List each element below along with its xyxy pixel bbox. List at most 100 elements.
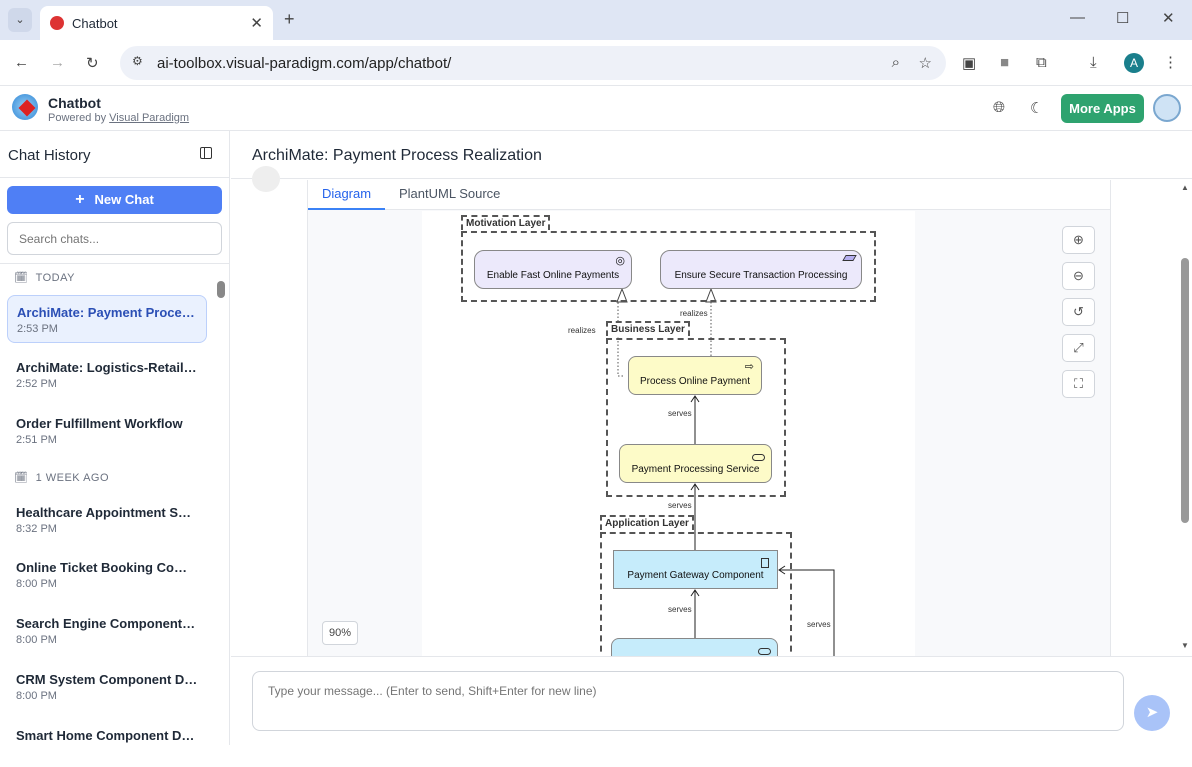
chat-item[interactable]: Search Engine Component D...8:00 PM — [7, 607, 207, 655]
browser-tab[interactable]: Chatbot ✕ — [40, 6, 273, 40]
new-chat-button[interactable]: + New Chat — [7, 186, 222, 214]
goal-target-icon: ◎ — [615, 255, 625, 267]
serves-edge — [690, 589, 700, 638]
principle-label: Ensure Secure Transaction Processing — [674, 270, 848, 281]
sidebar: Chat History +New Chat 🗓︎ TODAY ArchiMat… — [0, 131, 230, 745]
business-layer-label: Business Layer — [606, 321, 690, 336]
new-tab-icon[interactable]: + — [284, 9, 295, 29]
back-icon[interactable]: ← — [14, 54, 29, 71]
powered-by-text: Powered by — [48, 112, 110, 124]
tab-diagram[interactable]: Diagram — [308, 180, 385, 210]
zoom-in-button[interactable]: ⊕ — [1062, 226, 1095, 254]
service-icon — [752, 454, 765, 461]
motivation-layer-group — [461, 231, 876, 302]
service-label: Payment Processing Service — [631, 464, 760, 475]
main-scrollbar[interactable]: ▲▼ — [1181, 183, 1189, 650]
menu-kebab-icon[interactable]: ⋮ — [1163, 54, 1178, 71]
motivation-layer-label: Motivation Layer — [461, 215, 551, 230]
close-window-icon[interactable]: ✕ — [1162, 10, 1175, 27]
browser-tab-bar: ⌄ Chatbot ✕ + — ☐ ✕ — [0, 0, 1192, 40]
visual-paradigm-logo — [12, 94, 38, 120]
maximize-icon[interactable]: ☐ — [1116, 10, 1130, 27]
serves-edge — [690, 395, 700, 444]
tab-plantuml-source[interactable]: PlantUML Source — [399, 186, 501, 201]
app-title: Chatbot — [48, 95, 101, 111]
chat-time: 8:00 PM — [16, 634, 57, 646]
chat-time: 2:53 PM — [17, 323, 58, 335]
principle-node[interactable]: Ensure Secure Transaction Processing — [660, 250, 862, 289]
toggle-sidebar-icon[interactable] — [200, 147, 212, 159]
chat-extension-icon[interactable]: ■ — [1000, 54, 1010, 71]
new-chat-label: New Chat — [94, 192, 154, 207]
close-tab-icon[interactable]: ✕ — [250, 15, 263, 32]
fullscreen-button[interactable]: ⛶ — [1062, 370, 1095, 398]
application-layer-label: Application Layer — [600, 515, 694, 530]
bot-avatar[interactable] — [1153, 94, 1181, 122]
requirement-parallelogram-icon — [842, 255, 857, 261]
message-input[interactable] — [252, 671, 1124, 731]
chat-item-active[interactable]: ArchiMate: Payment Process ...2:53 PM — [7, 295, 207, 343]
zoom-level-badge: 90% — [322, 621, 358, 645]
edge-label-realizes: realizes — [568, 326, 596, 335]
forward-icon[interactable]: → — [50, 54, 65, 71]
application-component-node[interactable]: Payment Gateway Component — [613, 550, 778, 589]
profile-avatar[interactable]: A — [1124, 53, 1144, 73]
process-label: Process Online Payment — [639, 376, 751, 387]
chat-item[interactable]: CRM System Component Dia...8:00 PM — [7, 663, 207, 711]
business-layer-group — [606, 338, 786, 497]
realizes-edge-goal — [617, 301, 623, 377]
minimize-icon[interactable]: — — [1070, 9, 1085, 26]
search-chats-input[interactable] — [7, 222, 222, 255]
tab-title: Chatbot — [72, 15, 118, 31]
process-arrow-icon: ⇨ — [744, 361, 754, 373]
url-field[interactable]: ⚙ ai-toolbox.visual-paradigm.com/app/cha… — [120, 46, 946, 80]
chat-item[interactable]: Healthcare Appointment Sys...8:32 PM — [7, 496, 207, 544]
fit-to-screen-button[interactable]: ⤢ — [1062, 334, 1095, 362]
reload-icon[interactable]: ↻ — [86, 55, 99, 72]
dark-mode-moon-icon[interactable]: ☾ — [1030, 100, 1044, 117]
edge-label-serves: serves — [668, 501, 692, 510]
bot-message-avatar — [252, 166, 280, 192]
section-today: 🗓︎ TODAY — [14, 272, 75, 284]
download-icon[interactable]: ⤓ — [1090, 54, 1097, 71]
zoom-out-button[interactable]: ⊖ — [1062, 262, 1095, 290]
section-label: 1 WEEK AGO — [35, 472, 110, 484]
extension-icon[interactable]: ▣ — [962, 55, 977, 72]
zoom-icon[interactable]: ⌕ — [891, 54, 900, 71]
address-bar-row: ← → ↻ ⚙ ai-toolbox.visual-paradigm.com/a… — [0, 40, 1192, 86]
site-info-icon[interactable]: ⚙ — [132, 54, 143, 68]
edge-label-serves: serves — [668, 409, 692, 418]
chat-item[interactable]: Online Ticket Booking Comp...8:00 PM — [7, 551, 207, 599]
sidebar-scrollbar[interactable] — [217, 281, 225, 298]
diagram-connectors — [616, 287, 835, 656]
chat-time: 8:00 PM — [16, 690, 57, 702]
service-icon — [758, 648, 771, 655]
divider — [0, 177, 229, 178]
chat-time: 2:51 PM — [16, 434, 57, 446]
chat-time: 8:32 PM — [16, 523, 57, 535]
application-layer-group — [600, 532, 792, 662]
bookmark-star-icon[interactable]: ☆ — [918, 55, 932, 72]
tab-list-icon[interactable]: ⌄ — [8, 8, 32, 32]
more-apps-button[interactable]: More Apps — [1061, 94, 1144, 123]
goal-node[interactable]: Enable Fast Online Payments ◎ — [474, 250, 632, 289]
goal-label: Enable Fast Online Payments — [486, 270, 620, 281]
business-process-node[interactable]: Process Online Payment ⇨ — [628, 356, 762, 395]
url-text: ai-toolbox.visual-paradigm.com/app/chatb… — [157, 54, 452, 72]
business-service-node[interactable]: Payment Processing Service — [619, 444, 772, 483]
chat-time: 2:52 PM — [16, 378, 57, 390]
visual-paradigm-link[interactable]: Visual Paradigm — [109, 112, 190, 124]
chat-item[interactable]: ArchiMate: Logistics-Retail C...2:52 PM — [7, 351, 207, 399]
edge-label-serves: serves — [807, 620, 831, 629]
chat-time: 8:00 PM — [16, 578, 57, 590]
diagram-tabs: Diagram PlantUML Source — [308, 180, 1110, 210]
extensions-puzzle-icon[interactable]: ⧉ — [1036, 54, 1047, 71]
send-button[interactable]: ➤ — [1134, 695, 1170, 731]
edge-label-serves: serves — [668, 605, 692, 614]
language-globe-icon[interactable]: 🌐︎ — [993, 99, 1006, 116]
realization-arrowhead — [705, 287, 717, 303]
plus-icon: + — [75, 191, 85, 208]
reset-zoom-button[interactable]: ↺ — [1062, 298, 1095, 326]
section-label: TODAY — [35, 272, 75, 284]
